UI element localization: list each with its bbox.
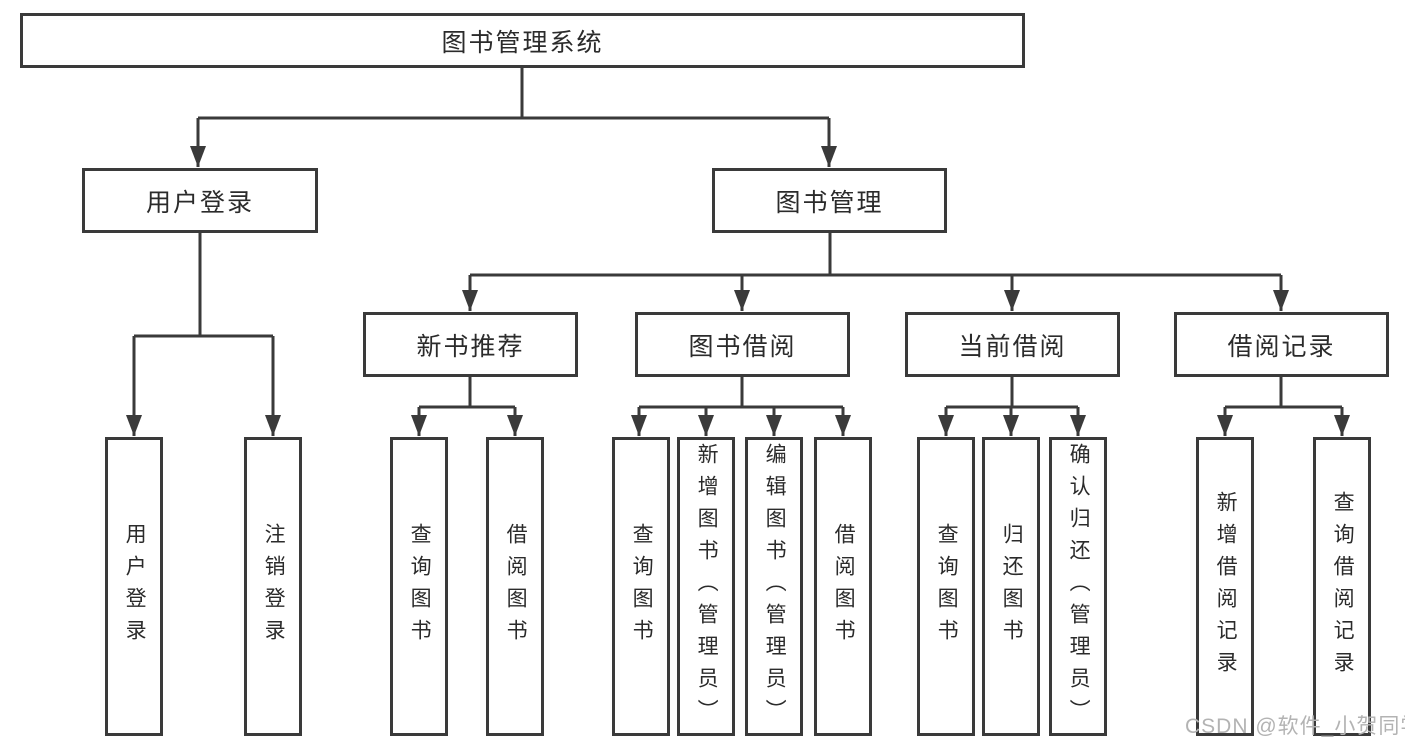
node-label: 用户登录 <box>123 522 147 651</box>
node-label: 新书推荐 <box>416 332 525 361</box>
node-label: 新增图书（管理员） <box>695 442 719 731</box>
node-records-add-borrow-record: 新增借阅记录 <box>1196 437 1254 736</box>
node-label: 图书管理 <box>775 188 884 217</box>
node-label: 图书管理系统 <box>441 28 604 57</box>
node-current-query-books: 查询图书 <box>917 437 975 736</box>
node-borrow-query-books: 查询图书 <box>612 437 670 736</box>
node-label: 图书借阅 <box>688 332 797 361</box>
node-new-book-recommend: 新书推荐 <box>363 312 578 377</box>
node-label: 借阅图书 <box>832 522 856 651</box>
node-user-login: 用户登录 <box>82 168 318 233</box>
node-records-query-borrow-record: 查询借阅记录 <box>1313 437 1371 736</box>
node-label: 当前借阅 <box>958 332 1067 361</box>
node-borrow-borrow-books: 借阅图书 <box>814 437 872 736</box>
node-label: 查询图书 <box>935 522 959 651</box>
node-login-user-login: 用户登录 <box>105 437 163 736</box>
node-label: 查询借阅记录 <box>1331 490 1355 683</box>
node-recommend-query-books: 查询图书 <box>390 437 448 736</box>
node-login-logout: 注销登录 <box>244 437 302 736</box>
watermark: CSDN @软件_小贺同学 <box>1185 715 1405 738</box>
node-label: 确认归还（管理员） <box>1067 442 1091 731</box>
node-current-return-books: 归还图书 <box>982 437 1040 736</box>
node-borrow-records: 借阅记录 <box>1174 312 1389 377</box>
node-book-management: 图书管理 <box>712 168 947 233</box>
node-label: 查询图书 <box>630 522 654 651</box>
node-current-borrow: 当前借阅 <box>905 312 1120 377</box>
node-label: 查询图书 <box>408 522 432 651</box>
node-label: 编辑图书（管理员） <box>763 442 787 731</box>
node-label: 新增借阅记录 <box>1214 490 1238 683</box>
node-recommend-borrow-books: 借阅图书 <box>486 437 544 736</box>
node-book-borrow: 图书借阅 <box>635 312 850 377</box>
node-label: 用户登录 <box>145 188 254 217</box>
node-label: 借阅记录 <box>1227 332 1336 361</box>
node-label: 借阅图书 <box>504 522 528 651</box>
node-root: 图书管理系统 <box>20 13 1025 68</box>
node-borrow-edit-books-admin: 编辑图书（管理员） <box>745 437 803 736</box>
node-label: 归还图书 <box>1000 522 1024 651</box>
node-current-confirm-return-admin: 确认归还（管理员） <box>1049 437 1107 736</box>
node-label: 注销登录 <box>262 522 286 651</box>
node-borrow-add-books-admin: 新增图书（管理员） <box>677 437 735 736</box>
